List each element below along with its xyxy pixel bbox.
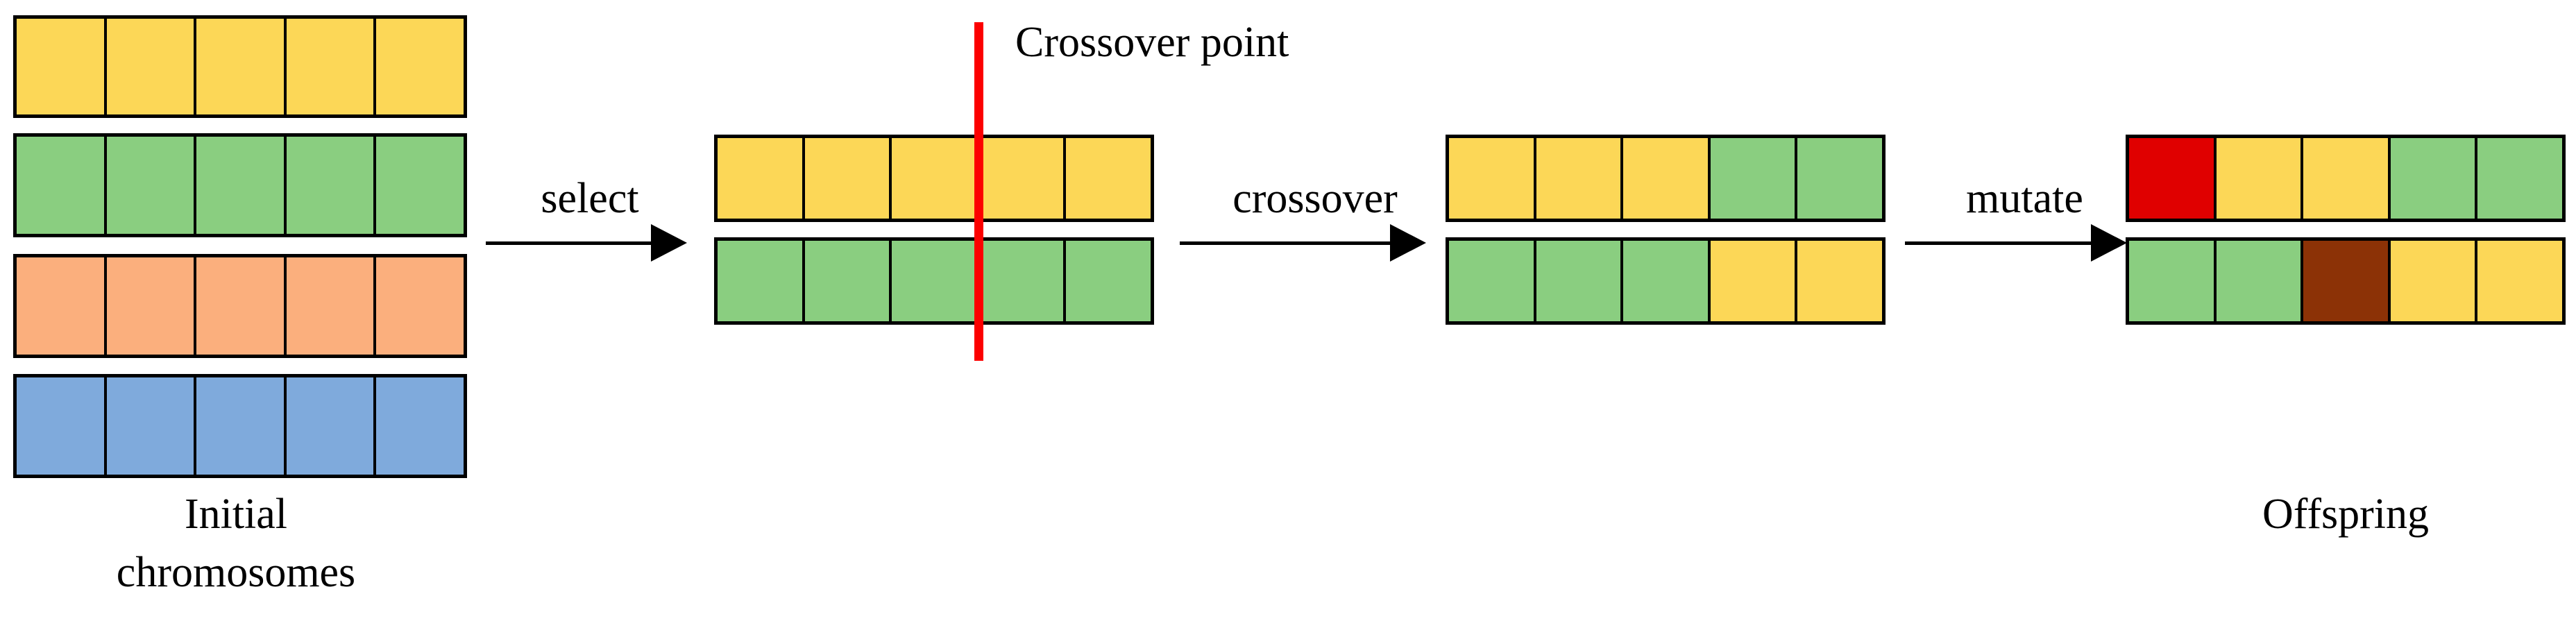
gene-cell xyxy=(892,241,979,321)
gene-cell xyxy=(718,241,805,321)
gene-cell xyxy=(1710,241,1798,321)
crossover-point-marker-lower xyxy=(974,173,983,361)
gene-cell xyxy=(1536,138,1624,219)
gene-cell xyxy=(2129,138,2217,219)
offspring-caption: Offspring xyxy=(2262,491,2429,538)
crossover-arrow-label: crossover xyxy=(1232,175,1398,222)
child-chromosome-2 xyxy=(1446,237,1886,325)
gene-cell xyxy=(286,19,377,114)
gene-cell xyxy=(2216,138,2304,219)
gene-cell xyxy=(2390,138,2478,219)
mutate-arrow: mutate xyxy=(1905,175,2144,262)
gene-cell xyxy=(804,241,892,321)
parent-chromosome-2 xyxy=(714,237,1154,325)
gene-cell xyxy=(1710,138,1798,219)
gene-cell xyxy=(17,19,107,114)
crossover-point-marker xyxy=(974,22,983,173)
gene-cell xyxy=(196,257,287,355)
mutate-arrow-head xyxy=(2091,224,2127,262)
initial-chromosomes-caption: Initial chromosomes xyxy=(116,491,356,596)
gene-cell xyxy=(1066,241,1151,321)
gene-cell xyxy=(286,137,377,234)
gene-cell xyxy=(286,257,377,355)
crossover-arrow: crossover xyxy=(1180,175,1450,262)
gene-cell xyxy=(376,137,464,234)
gene-cell xyxy=(17,377,107,475)
gene-cell xyxy=(2390,241,2478,321)
gene-cell xyxy=(1623,241,1711,321)
offspring-chromosome-2 xyxy=(2126,237,2566,325)
gene-cell xyxy=(17,137,107,234)
gene-cell xyxy=(106,377,197,475)
gene-cell xyxy=(106,137,197,234)
gene-cell xyxy=(106,257,197,355)
initial-chromosome-1 xyxy=(13,15,467,118)
mutate-arrow-label: mutate xyxy=(1966,175,2083,222)
gene-cell xyxy=(2477,138,2562,219)
initial-chromosome-2 xyxy=(13,133,467,237)
select-arrow-head xyxy=(651,224,687,262)
gene-cell xyxy=(892,138,979,219)
initial-chromosome-3 xyxy=(13,254,467,358)
gene-cell xyxy=(804,138,892,219)
gene-cell xyxy=(2303,138,2391,219)
gene-cell xyxy=(1797,241,1882,321)
gene-cell xyxy=(376,257,464,355)
gene-cell xyxy=(196,19,287,114)
crossover-arrow-head xyxy=(1390,224,1426,262)
gene-cell xyxy=(2477,241,2562,321)
gene-cell xyxy=(2303,241,2391,321)
gene-cell xyxy=(1066,138,1151,219)
select-arrow-line xyxy=(486,241,656,245)
gene-cell xyxy=(1449,241,1536,321)
crossover-arrow-line xyxy=(1180,241,1395,245)
gene-cell xyxy=(106,19,197,114)
gene-cell xyxy=(1449,138,1536,219)
gene-cell xyxy=(286,377,377,475)
gene-cell xyxy=(978,241,1067,321)
select-arrow-label: select xyxy=(541,175,639,222)
initial-chromosome-4 xyxy=(13,374,467,478)
gene-cell xyxy=(2129,241,2217,321)
gene-cell xyxy=(196,137,287,234)
gene-cell xyxy=(1797,138,1882,219)
gene-cell xyxy=(376,19,464,114)
gene-cell xyxy=(17,257,107,355)
gene-cell xyxy=(2216,241,2304,321)
gene-cell xyxy=(1623,138,1711,219)
parent-chromosome-1 xyxy=(714,135,1154,222)
offspring-chromosome-1 xyxy=(2126,135,2566,222)
gene-cell xyxy=(1536,241,1624,321)
gene-cell xyxy=(376,377,464,475)
gene-cell xyxy=(196,377,287,475)
crossover-point-label: Crossover point xyxy=(1015,19,1289,66)
gene-cell xyxy=(718,138,805,219)
gene-cell xyxy=(978,138,1067,219)
child-chromosome-1 xyxy=(1446,135,1886,222)
select-arrow: select xyxy=(486,175,694,262)
mutate-arrow-line xyxy=(1905,241,2096,245)
